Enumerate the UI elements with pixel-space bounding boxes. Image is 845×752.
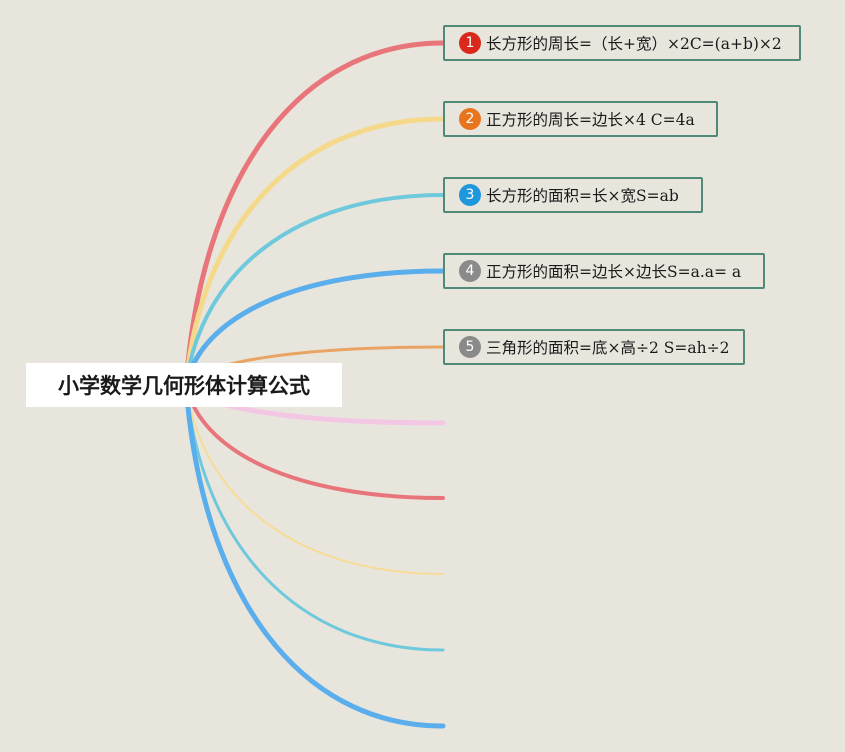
formula-node-5[interactable]: 5 三角形的面积=底×高÷2 S=ah÷2 bbox=[443, 329, 745, 365]
branch-line-3 bbox=[184, 193, 445, 387]
number-badge-3: 3 bbox=[459, 184, 481, 206]
branch-line-2 bbox=[183, 116, 446, 388]
branch-line-4 bbox=[183, 268, 446, 388]
number-badge-5: 5 bbox=[459, 336, 481, 358]
branch-line-1 bbox=[183, 40, 446, 388]
formula-text-2: 正方形的周长=边长×4 C=4a bbox=[486, 111, 695, 129]
formula-node-2[interactable]: 2 正方形的周长=边长×4 C=4a bbox=[443, 101, 718, 137]
number-badge-1: 1 bbox=[459, 32, 481, 54]
branch-line-7 bbox=[184, 383, 445, 500]
formula-node-4[interactable]: 4 正方形的面积=边长×边长S=a.a= a bbox=[443, 253, 765, 289]
formula-text-4: 正方形的面积=边长×边长S=a.a= a bbox=[486, 263, 742, 281]
formula-node-3[interactable]: 3 长方形的面积=长×宽S=ab bbox=[443, 177, 703, 213]
number-badge-2: 2 bbox=[459, 108, 481, 130]
number-badge-4: 4 bbox=[459, 260, 481, 282]
formula-text-5: 三角形的面积=底×高÷2 S=ah÷2 bbox=[486, 339, 730, 357]
formula-text-3: 长方形的面积=长×宽S=ab bbox=[486, 187, 679, 205]
branch-line-10 bbox=[183, 382, 446, 729]
formula-text-1: 长方形的周长=（长+宽）×2C=(a+b)×2 bbox=[486, 35, 782, 53]
central-topic-label: 小学数学几何形体计算公式 bbox=[58, 374, 310, 398]
branch-line-8 bbox=[185, 384, 444, 575]
central-topic[interactable]: 小学数学几何形体计算公式 bbox=[26, 363, 342, 407]
branch-line-9 bbox=[184, 383, 445, 652]
formula-node-1[interactable]: 1 长方形的周长=（长+宽）×2C=(a+b)×2 bbox=[443, 25, 801, 61]
